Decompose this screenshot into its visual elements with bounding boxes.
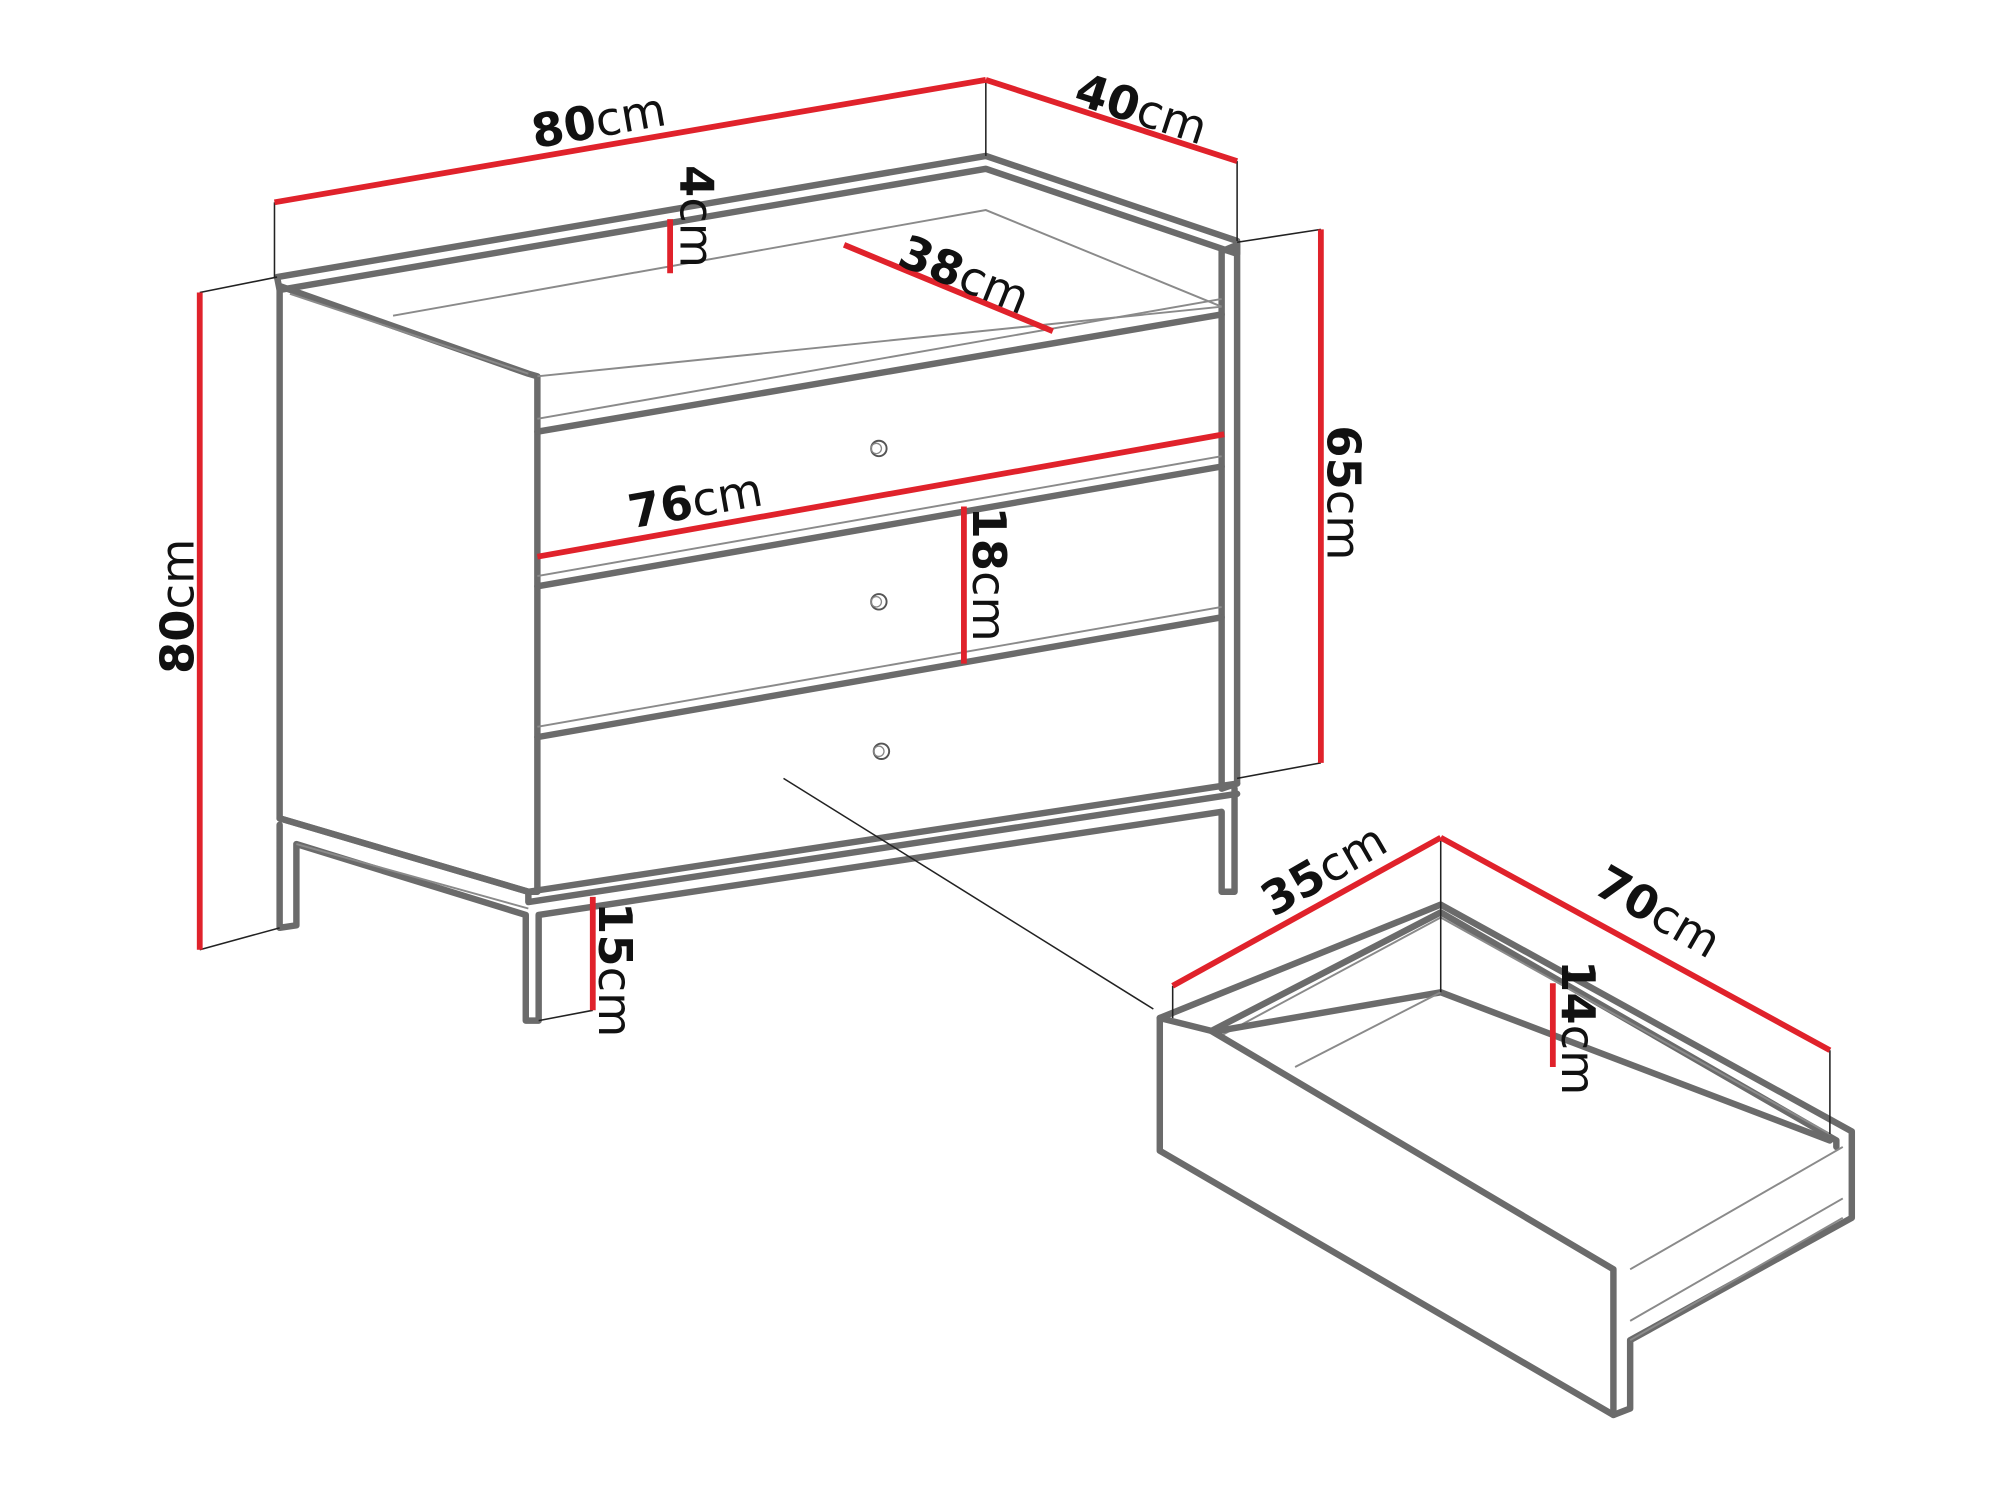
label-inner-depth: 38cm (891, 224, 1037, 325)
label-drawer-length: 70cm (1586, 855, 1730, 969)
extension-lines (199, 79, 1322, 1022)
label-leg-height: 15cm (588, 902, 642, 1037)
dresser-left-side (276, 282, 541, 895)
label-drawer-depth: 14cm (1551, 960, 1605, 1095)
drawer-knob-3[interactable] (872, 742, 891, 760)
dim-line-inner-38 (842, 242, 1054, 334)
dresser (273, 152, 1241, 1024)
label-drawer-width: 35cm (1252, 813, 1396, 927)
dim-line-drawer-35 (1171, 835, 1443, 989)
label-inner-width: 76cm (624, 463, 767, 540)
drawer-1-bottom-edge (534, 463, 1225, 590)
label-top-height: 4cm (669, 165, 723, 268)
open-drawer (1156, 837, 1856, 1419)
dresser-right-side (1218, 241, 1241, 792)
drawer-leader-line (783, 777, 1154, 1010)
dimension-lines (196, 77, 1832, 1068)
label-body-height: 65cm (1316, 425, 1370, 560)
drawer-2-bottom-edge (534, 614, 1225, 741)
label-width: 80cm (527, 82, 670, 159)
dim-line-width-80 (273, 77, 987, 206)
label-drawer-front: 18cm (962, 506, 1016, 641)
label-total-height: 80cm (150, 539, 204, 674)
label-depth: 40cm (1069, 62, 1214, 155)
drawer-knob-1[interactable] (870, 439, 888, 458)
dim-line-depth-40 (984, 77, 1239, 164)
drawer-knob-2[interactable] (870, 593, 888, 611)
dim-line-drawer-70 (1439, 835, 1832, 1053)
dim-line-inner-76 (536, 431, 1225, 560)
